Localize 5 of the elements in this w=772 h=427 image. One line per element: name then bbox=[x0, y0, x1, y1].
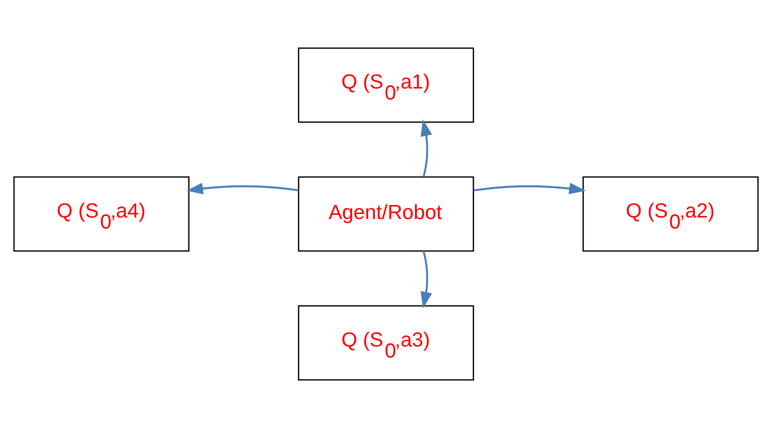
arrow bbox=[420, 118, 432, 177]
node-box: Agent/Robot bbox=[298, 176, 474, 252]
arrow bbox=[420, 250, 432, 308]
arrow bbox=[186, 182, 299, 194]
arrow bbox=[474, 182, 586, 194]
